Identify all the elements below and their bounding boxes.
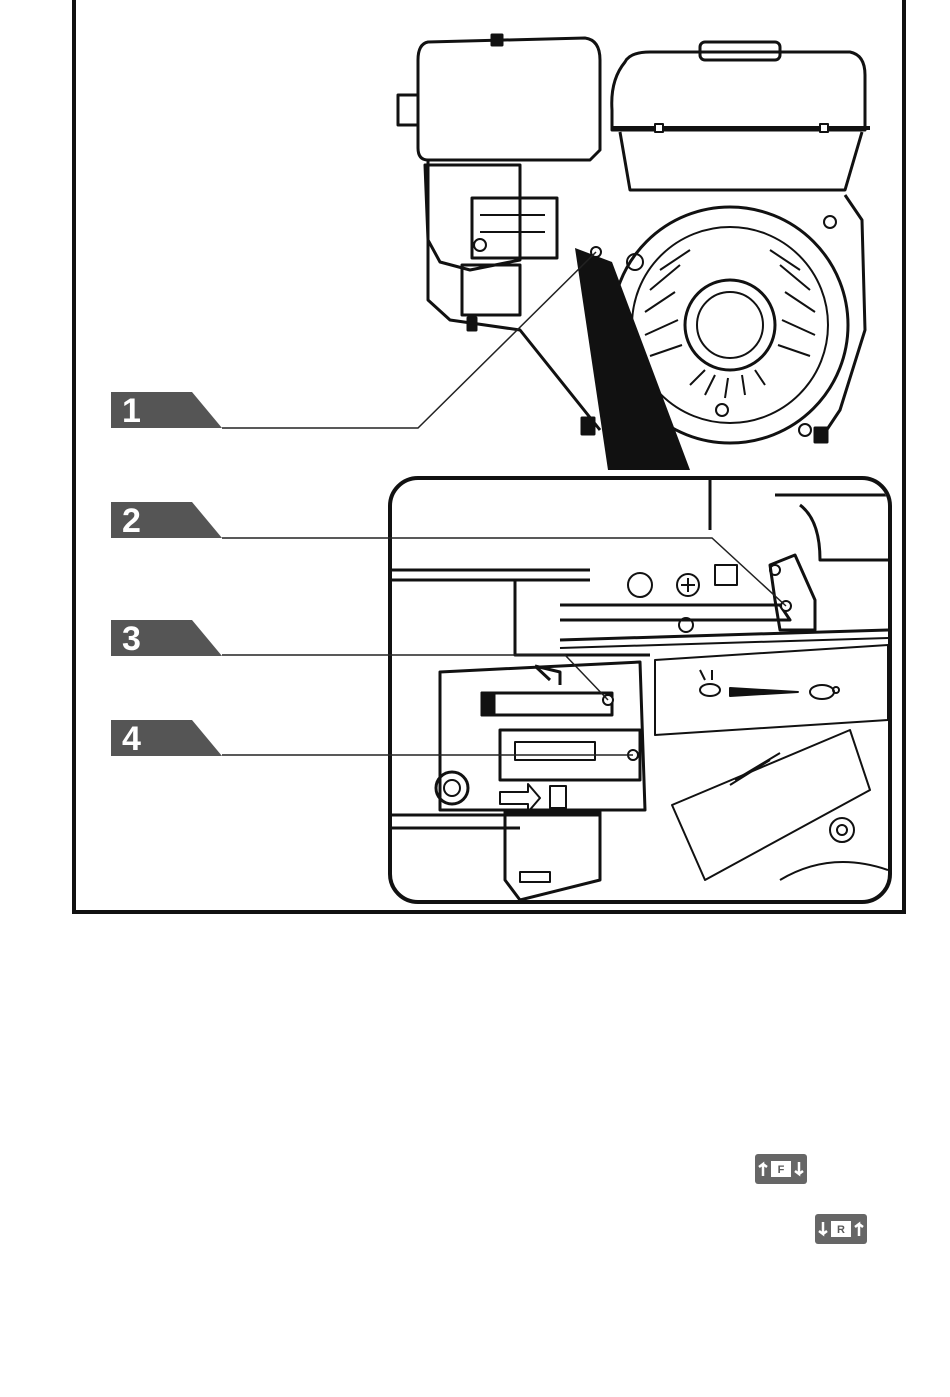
air-cleaner-housing [418,38,600,160]
callout-label-1: 1 [122,392,141,430]
fuel-tank [612,52,865,130]
reverse-icon-letter: R [837,1224,845,1236]
air-cleaner-knob [398,95,418,125]
recoil-starter-ring [632,227,828,423]
callout-label-3: 3 [122,620,141,658]
callout-tag-1: 1 [111,392,222,430]
callout-tag-3: 3 [111,620,222,658]
callout-line-1 [222,252,596,428]
callout-tag-2: 2 [111,502,222,540]
recoil-vents [645,250,815,398]
fuel-valve-block [462,265,520,315]
recoil-starter-hub [685,280,775,370]
forward-icon-letter: F [778,1164,785,1176]
reverse-rotation-icon: R [815,1214,867,1244]
zoom-wedge [575,248,690,470]
air-cleaner-cap [492,35,502,45]
zoom-inset [390,478,890,902]
callout-label-2: 2 [122,502,141,540]
forward-rotation-icon: F [755,1154,807,1184]
callout-label-4: 4 [122,720,141,758]
callout-tag-4: 4 [111,720,222,758]
